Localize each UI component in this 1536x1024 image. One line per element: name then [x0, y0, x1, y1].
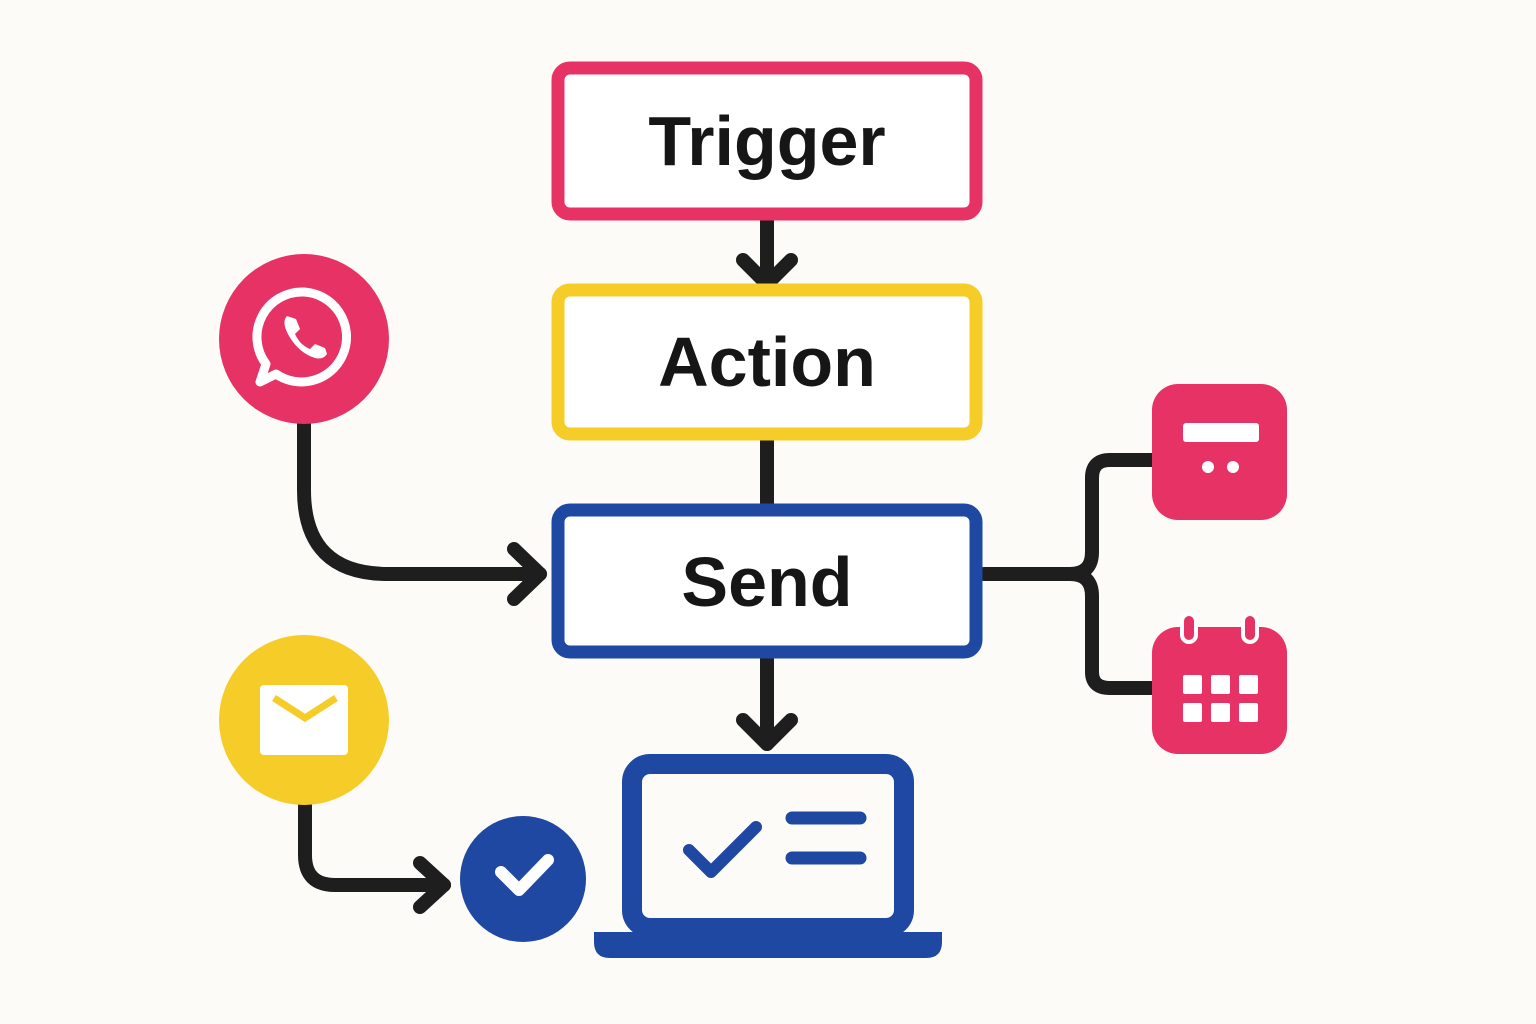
arrow-trigger-to-action — [736, 211, 798, 291]
node-action[interactable]: Action — [551, 283, 983, 441]
node-send[interactable]: Send — [551, 503, 983, 659]
card-icon[interactable] — [1152, 384, 1287, 520]
whatsapp-icon — [219, 254, 389, 424]
connectors — [297, 211, 1163, 914]
node-trigger-label: Trigger — [648, 102, 885, 180]
check-circle-icon — [460, 816, 586, 942]
node-send-label: Send — [681, 543, 852, 621]
laptop-checklist-icon — [594, 754, 942, 958]
arrow-email-to-check — [298, 796, 451, 914]
node-action-label: Action — [658, 323, 876, 401]
branch-send-to-card-calendar — [977, 453, 1163, 695]
arrow-send-to-laptop — [736, 649, 798, 751]
arrow-whatsapp-to-send — [297, 417, 547, 606]
email-icon — [219, 635, 389, 805]
node-trigger[interactable]: Trigger — [551, 61, 983, 221]
calendar-icon[interactable] — [1152, 612, 1287, 754]
